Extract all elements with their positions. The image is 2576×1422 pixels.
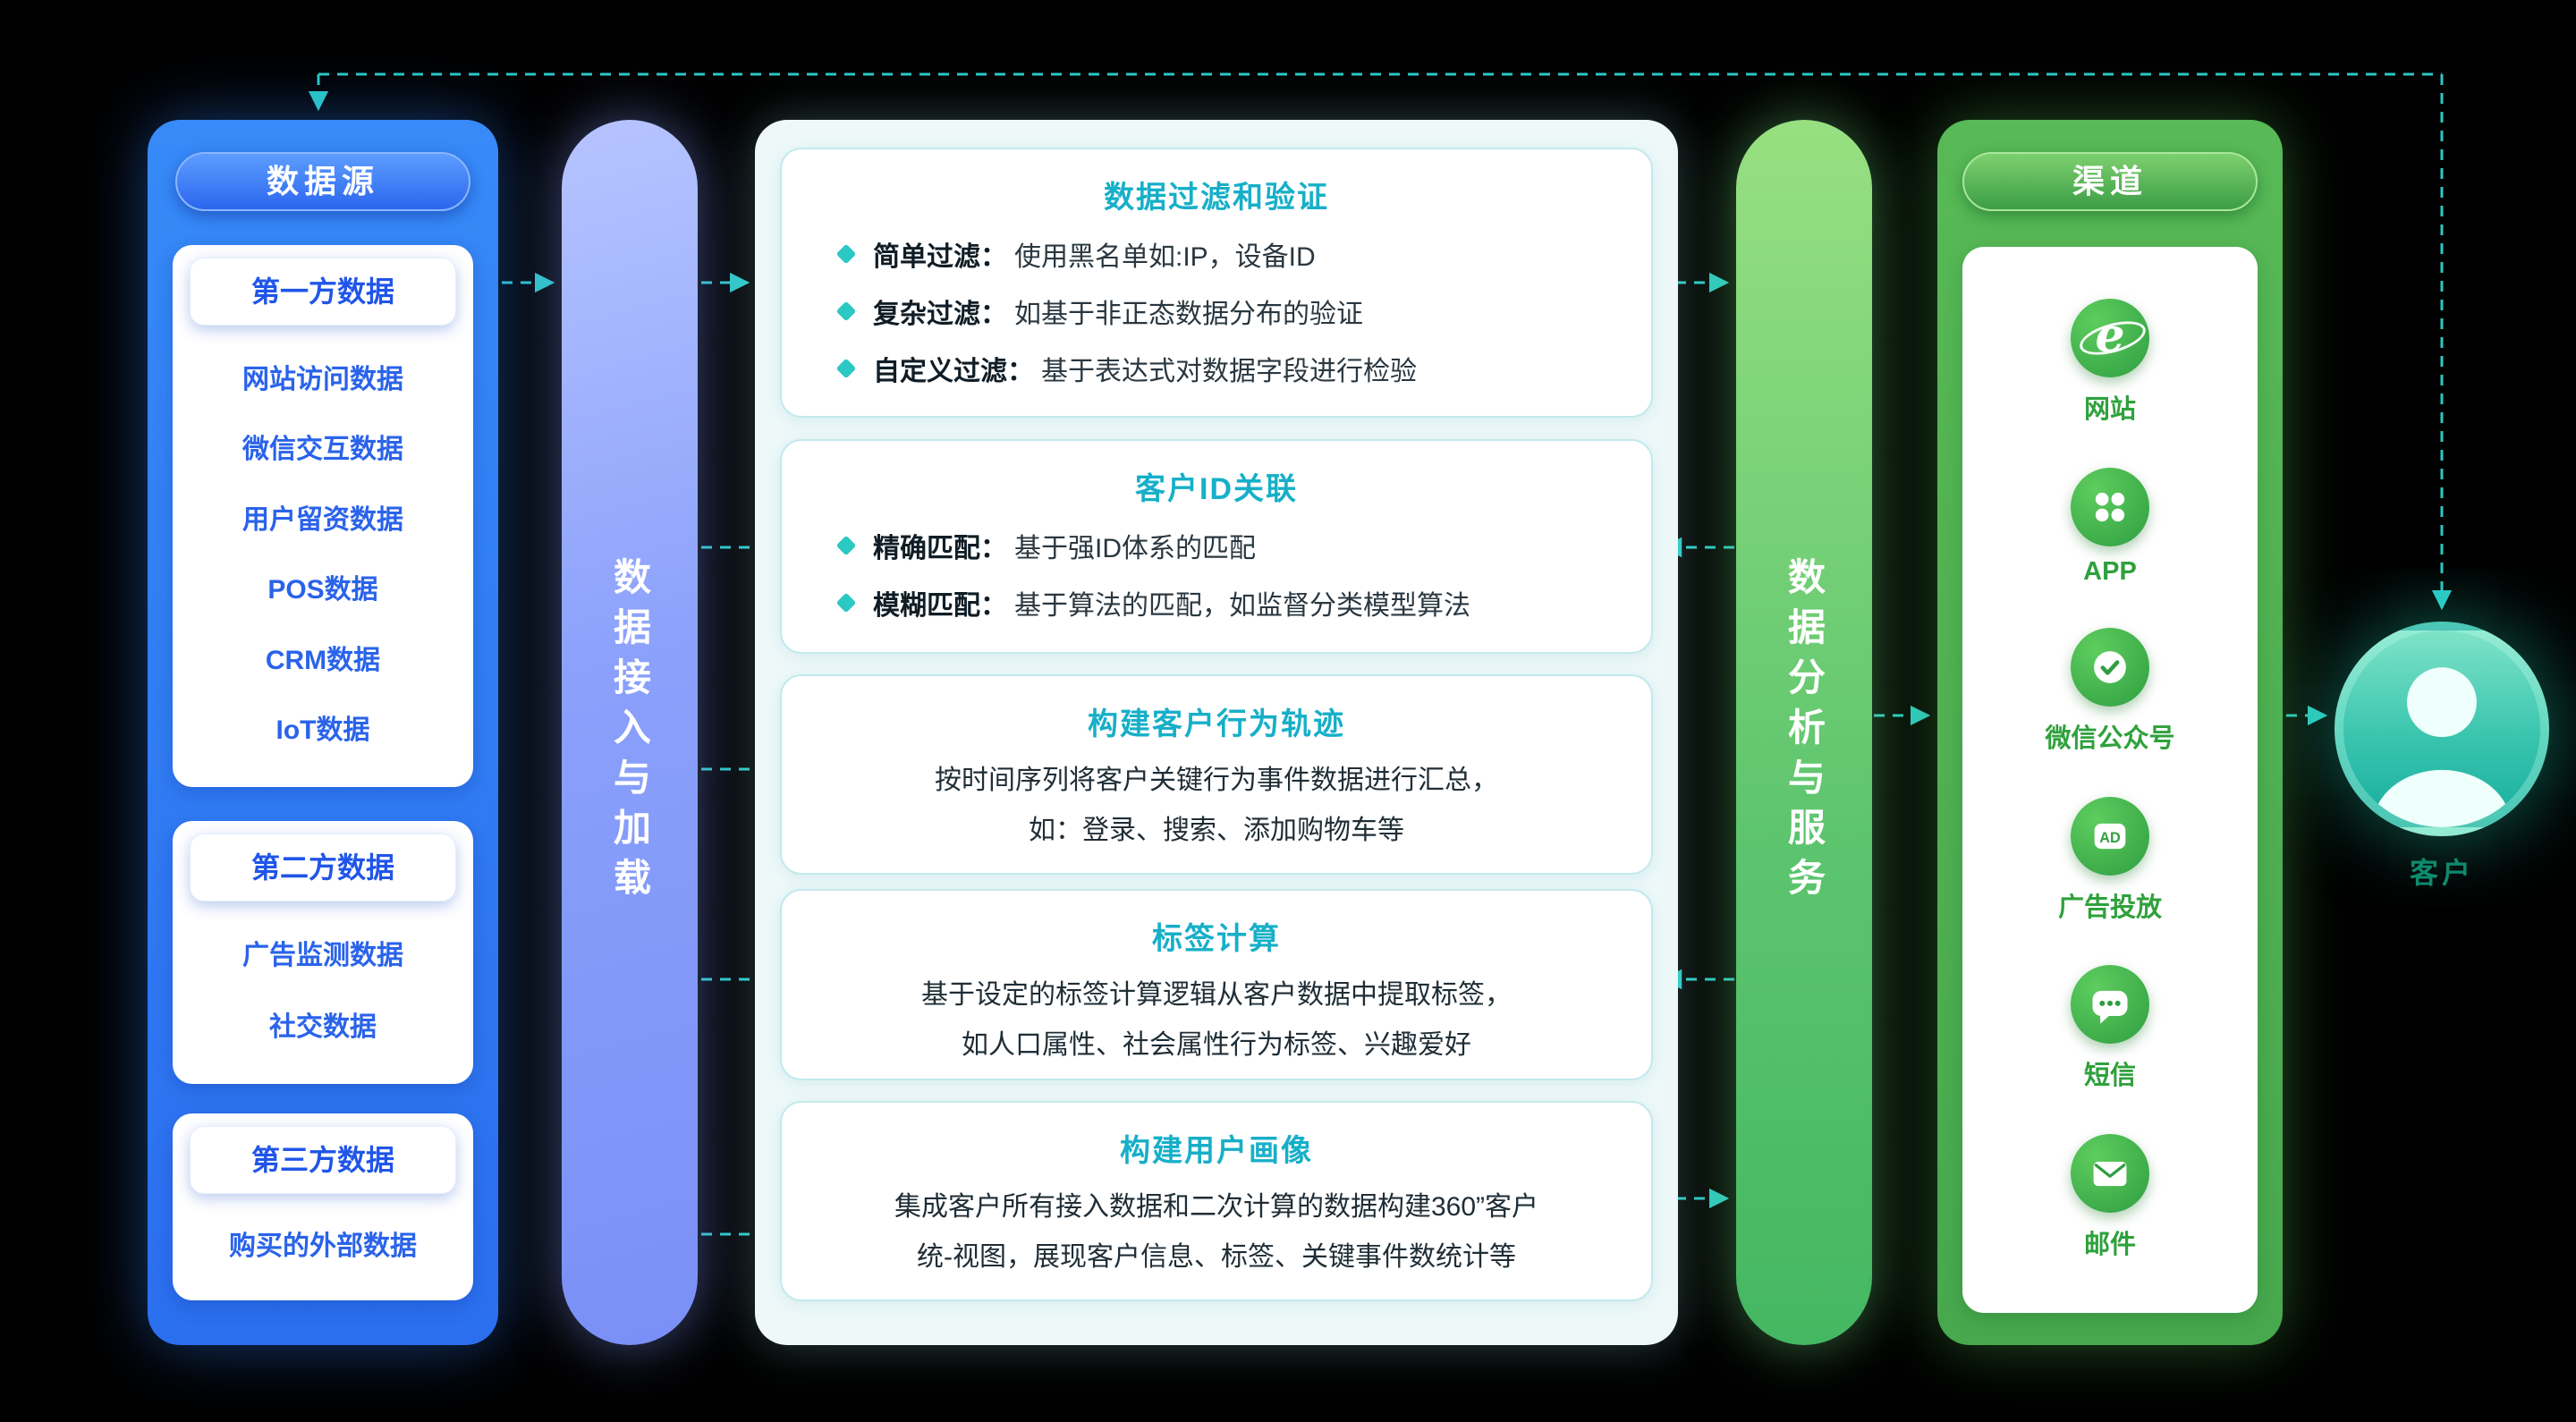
ad-icon: AD	[2070, 796, 2149, 876]
card-body-line: 如：登录、搜索、添加购物车等	[1029, 816, 1404, 845]
source-item: IoT数据	[275, 715, 370, 746]
bullet-row: 复杂过滤： 如基于非正态数据分布的验证	[835, 292, 1651, 331]
card-body-line: 集成客户所有接入数据和二次计算的数据构建360”客户	[894, 1192, 1539, 1222]
processing-panel: 数据过滤和验证 简单过滤： 使用黑名单如:IP，设备ID 复杂过滤： 如基于非正…	[755, 120, 1678, 1345]
channel-email: 邮件	[2071, 1133, 2149, 1261]
official-account-badge-icon	[2070, 628, 2149, 707]
channels-card: e 网站 APP	[1962, 247, 2258, 1313]
ad-badge-text: AD	[2099, 830, 2121, 846]
card-title: 数据过滤和验证	[1104, 181, 1329, 215]
channel-wechat-official: 微信公众号	[2045, 628, 2175, 755]
sms-bubble-icon	[2071, 965, 2149, 1045]
ingest-bar: 数据接入与加载	[562, 120, 698, 1345]
channel-label: 广告投放	[2057, 893, 2162, 922]
channel-label: 微信公众号	[2045, 724, 2175, 754]
bullet-text: 使用黑名单如:IP，设备ID	[1014, 242, 1316, 272]
first-party-items: 网站访问数据 微信交互数据 用户留资数据 POS数据 CRM数据 IoT数据	[173, 326, 473, 778]
channels-panel: 渠道 e 网站 APP	[1937, 120, 2283, 1345]
customer-label: 客户	[2409, 857, 2474, 889]
source-item: 用户留资数据	[242, 504, 403, 535]
bullet-text: 基于强ID体系的匹配	[1014, 534, 1256, 563]
card-id-association: 客户ID关联 精确匹配： 基于强ID体系的匹配 模糊匹配： 基于算法的匹配，如监…	[780, 439, 1653, 654]
channel-website: e 网站	[2071, 299, 2149, 426]
source-item: CRM数据	[265, 645, 381, 675]
browser-e-glyph: e	[2095, 309, 2125, 364]
card-body-line: 如人口属性、社会属性行为标签、兴趣爱好	[962, 1030, 1471, 1060]
source-item: 社交数据	[269, 1011, 377, 1042]
card-body-line: 基于设定的标签计算逻辑从客户数据中提取标签，	[921, 980, 1512, 1010]
bullet-list: 精确匹配： 基于强ID体系的匹配 模糊匹配： 基于算法的匹配，如监督分类模型算法	[835, 526, 1651, 622]
channel-label: APP	[2083, 556, 2137, 586]
ingest-bar-label: 数据接入与加载	[608, 557, 651, 908]
bullet-text: 基于算法的匹配，如监督分类模型算法	[1014, 591, 1470, 621]
bullet-row: 精确匹配： 基于强ID体系的匹配	[835, 526, 1651, 565]
bullet-text: 如基于非正态数据分布的验证	[1014, 300, 1363, 329]
analysis-bar: 数据分析与服务	[1736, 120, 1872, 1345]
first-party-group: 第一方数据 网站访问数据 微信交互数据 用户留资数据 POS数据 CRM数据 I…	[173, 245, 473, 787]
card-tag-computation: 标签计算 基于设定的标签计算逻辑从客户数据中提取标签， 如人口属性、社会属性行为…	[780, 889, 1653, 1080]
bullet-row: 自定义过滤： 基于表达式对数据字段进行检验	[835, 349, 1651, 388]
source-item: 微信交互数据	[242, 435, 403, 465]
bullet-text: 基于表达式对数据字段进行检验	[1041, 357, 1417, 386]
card-body-line: 统-视图，展现客户信息、标签、关键事件数统计等	[917, 1242, 1516, 1272]
card-user-profile: 构建用户画像 集成客户所有接入数据和二次计算的数据构建360”客户 统-视图，展…	[780, 1101, 1653, 1301]
app-grid-icon	[2071, 467, 2149, 546]
diamond-bullet-icon	[835, 592, 857, 614]
card-body: 集成客户所有接入数据和二次计算的数据构建360”客户 统-视图，展现客户信息、标…	[782, 1182, 1651, 1282]
channel-label: 网站	[2083, 395, 2136, 425]
third-party-title: 第三方数据	[190, 1126, 456, 1194]
channel-label: 邮件	[2083, 1230, 2136, 1259]
channel-app: APP	[2071, 467, 2149, 587]
source-item: POS数据	[267, 575, 378, 605]
source-item: 网站访问数据	[242, 364, 403, 394]
card-body-line: 按时间序列将客户关键行为事件数据进行汇总，	[935, 766, 1498, 795]
data-sources-header: 数据源	[175, 152, 470, 211]
third-party-group: 第三方数据 购买的外部数据	[173, 1113, 473, 1300]
first-party-title: 第一方数据	[190, 258, 456, 326]
customer: 客户	[2334, 622, 2549, 892]
bullet-label: 简单过滤：	[873, 242, 1007, 272]
diamond-bullet-icon	[835, 243, 857, 265]
diamond-bullet-icon	[835, 358, 857, 379]
third-party-items: 购买的外部数据	[173, 1194, 473, 1291]
bullet-label: 模糊匹配：	[873, 591, 1007, 621]
source-item: 广告监测数据	[242, 941, 403, 971]
card-title: 客户ID关联	[1135, 472, 1298, 506]
browser-icon: e	[2071, 299, 2149, 378]
channels-header: 渠道	[1962, 152, 2258, 211]
second-party-group: 第二方数据 广告监测数据 社交数据	[173, 821, 473, 1084]
bullet-row: 简单过滤： 使用黑名单如:IP，设备ID	[835, 234, 1651, 274]
card-data-filtering: 数据过滤和验证 简单过滤： 使用黑名单如:IP，设备ID 复杂过滤： 如基于非正…	[780, 148, 1653, 418]
channel-label: 短信	[2083, 1062, 2136, 1091]
customer-avatar-icon	[2334, 622, 2549, 836]
diamond-bullet-icon	[835, 535, 857, 556]
data-sources-panel: 数据源 第一方数据 网站访问数据 微信交互数据 用户留资数据 POS数据 CRM…	[148, 120, 498, 1345]
bullet-label: 复杂过滤：	[873, 300, 1007, 329]
source-item: 购买的外部数据	[229, 1231, 417, 1261]
card-behavior-track: 构建客户行为轨迹 按时间序列将客户关键行为事件数据进行汇总， 如：登录、搜索、添…	[780, 674, 1653, 875]
second-party-items: 广告监测数据 社交数据	[173, 901, 473, 1075]
card-body: 基于设定的标签计算逻辑从客户数据中提取标签， 如人口属性、社会属性行为标签、兴趣…	[782, 970, 1651, 1071]
card-title: 标签计算	[1152, 922, 1281, 956]
second-party-title: 第二方数据	[190, 834, 456, 901]
bullet-label: 精确匹配：	[873, 534, 1007, 563]
card-title: 构建客户行为轨迹	[1088, 707, 1345, 741]
card-body: 按时间序列将客户关键行为事件数据进行汇总， 如：登录、搜索、添加购物车等	[782, 756, 1651, 856]
card-title: 构建用户画像	[1120, 1134, 1313, 1168]
channel-advertising: AD 广告投放	[2057, 796, 2162, 924]
diamond-bullet-icon	[835, 300, 857, 322]
bullet-list: 简单过滤： 使用黑名单如:IP，设备ID 复杂过滤： 如基于非正态数据分布的验证…	[835, 234, 1651, 388]
bullet-row: 模糊匹配： 基于算法的匹配，如监督分类模型算法	[835, 583, 1651, 622]
mail-icon	[2071, 1133, 2149, 1213]
channel-sms: 短信	[2071, 965, 2149, 1092]
bullet-label: 自定义过滤：	[873, 357, 1034, 386]
analysis-bar-label: 数据分析与服务	[1783, 557, 1826, 908]
